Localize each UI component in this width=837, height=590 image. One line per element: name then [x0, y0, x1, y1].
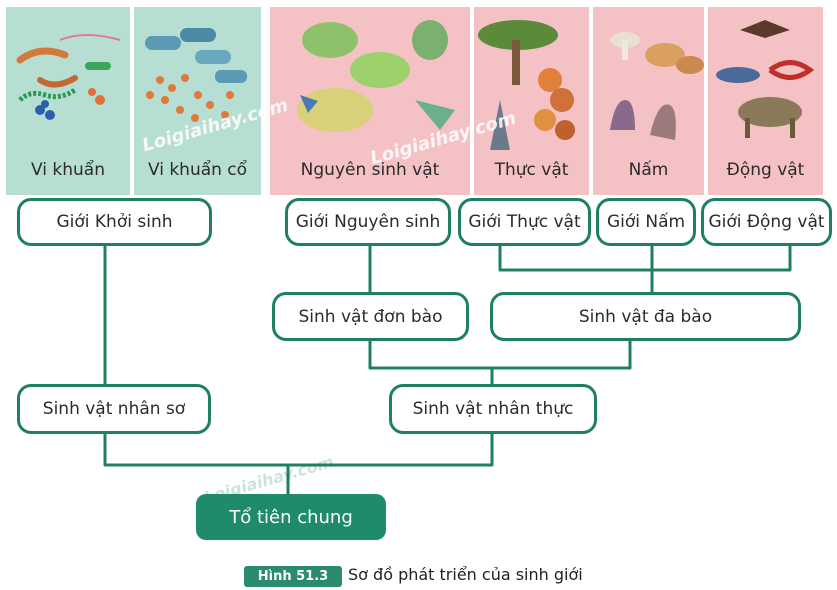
fungi-illustration [610, 32, 704, 140]
label-vi-khuan: Vi khuẩn [31, 160, 105, 180]
box-gioi-thuc-vat: Giới Thực vật [458, 198, 591, 246]
bacteria-illustration [16, 34, 121, 120]
plant-illustration [478, 20, 575, 150]
box-sinh-vat-nhan-so: Sinh vật nhân sơ [17, 384, 211, 434]
protist-illustration [297, 20, 455, 132]
archaea-illustration [145, 28, 247, 122]
label-vi-khuan-co: Vi khuẩn cổ [147, 160, 248, 180]
panel-divider [130, 7, 134, 195]
label-thuc-vat: Thực vật [494, 160, 569, 180]
label-dong-vat: Động vật [726, 160, 805, 180]
box-gioi-nam: Giới Nấm [596, 198, 696, 246]
box-sinh-vat-don-bao: Sinh vật đơn bào [272, 292, 469, 341]
label-nguyen-sinh-vat: Nguyên sinh vật [300, 160, 440, 180]
organism-illustrations [16, 20, 815, 150]
box-sinh-vat-da-bao: Sinh vật đa bào [490, 292, 801, 341]
label-nam: Nấm [628, 160, 669, 180]
box-gioi-nguyen-sinh: Giới Nguyên sinh [285, 198, 451, 246]
box-gioi-dong-vat: Giới Động vật [701, 198, 832, 246]
figure-tag: Hình 51.3 [244, 566, 342, 587]
box-sinh-vat-nhan-thuc: Sinh vật nhân thực [389, 384, 597, 434]
figure-caption: Sơ đồ phát triển của sinh giới [348, 565, 583, 584]
animal-illustration [716, 20, 815, 138]
panel-divider [589, 7, 593, 195]
box-to-tien-chung: Tổ tiên chung [196, 494, 386, 540]
panel-divider [704, 7, 708, 195]
panel-divider [470, 7, 474, 195]
box-gioi-khoi-sinh: Giới Khởi sinh [17, 198, 212, 246]
